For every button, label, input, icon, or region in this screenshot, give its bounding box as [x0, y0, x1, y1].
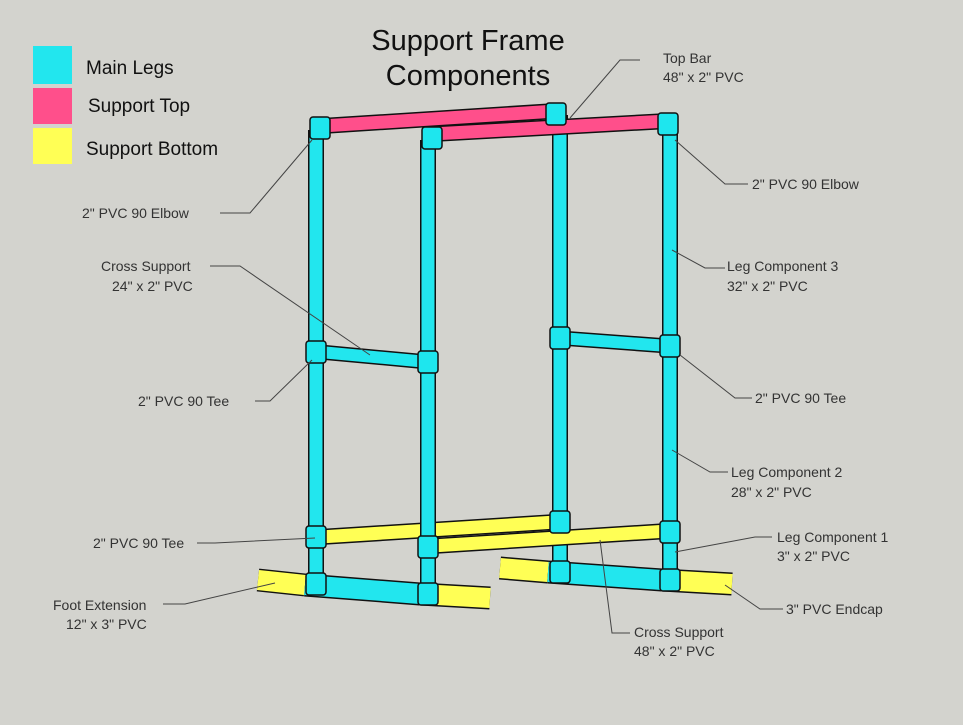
label-cross-support-top-spec: 24" x 2" PVC	[112, 278, 193, 294]
front-cross-support	[319, 344, 429, 370]
label-leg2-spec: 28" x 2" PVC	[731, 484, 812, 500]
component-labels: Top Bar 48" x 2" PVC 2" PVC 90 Elbow 2" …	[53, 50, 889, 659]
label-tee-right: 2" PVC 90 Tee	[755, 390, 846, 406]
legend-label-main-legs: Main Legs	[86, 58, 174, 79]
foot-tee-back-right	[549, 560, 571, 584]
foot-tee-front-left	[417, 582, 439, 606]
tee-bottom-back-left	[305, 525, 327, 549]
label-leg2: Leg Component 2	[731, 464, 843, 480]
label-tee-bottom-left: 2" PVC 90 Tee	[93, 535, 184, 551]
back-cross-support	[559, 330, 669, 354]
label-tee-left: 2" PVC 90 Tee	[138, 393, 229, 409]
elbow-front-left	[421, 126, 443, 150]
label-foot-extension-spec: 12" x 3" PVC	[66, 616, 147, 632]
front-bottom-cross	[431, 523, 669, 554]
tee-back-right	[549, 326, 571, 350]
label-elbow-right: 2" PVC 90 Elbow	[752, 176, 860, 192]
title-line-1: Support Frame	[371, 25, 564, 57]
label-leg1-spec: 3" x 2" PVC	[777, 548, 850, 564]
left-foot-ext-back	[256, 568, 307, 597]
label-foot-extension: Foot Extension	[53, 597, 146, 613]
label-top-bar-spec: 48" x 2" PVC	[663, 69, 744, 85]
tee-bottom-front-left	[417, 535, 439, 559]
label-endcap: 3" PVC Endcap	[786, 601, 883, 617]
right-foot-ext-back	[499, 556, 549, 584]
label-leg1: Leg Component 1	[777, 529, 889, 545]
tee-back-left	[305, 340, 327, 364]
legend: Main Legs Support Top Support Bottom	[33, 46, 218, 164]
foot-tee-back-left	[305, 572, 327, 596]
legend-swatch-main-legs	[33, 46, 72, 84]
leader-lines	[163, 59, 783, 634]
tee-front-left	[417, 350, 439, 374]
elbow-front-right	[657, 112, 679, 136]
legend-label-support-top: Support Top	[88, 96, 190, 117]
label-top-bar: Top Bar	[663, 50, 712, 66]
back-bottom-cross	[319, 514, 557, 545]
elbow-back-left	[309, 116, 331, 140]
tee-front-right	[659, 334, 681, 358]
label-leg3: Leg Component 3	[727, 258, 839, 274]
legend-swatch-support-bottom	[33, 128, 72, 164]
title-line-2: Components	[386, 60, 550, 92]
label-leg3-spec: 32" x 2" PVC	[727, 278, 808, 294]
label-cross-support-bottom-spec: 48" x 2" PVC	[634, 643, 715, 659]
legend-swatch-support-top	[33, 88, 72, 124]
tee-bottom-front-right	[659, 520, 681, 544]
back-top-bar	[321, 103, 557, 134]
frame-pipes	[256, 102, 733, 610]
label-cross-support-bottom: Cross Support	[634, 624, 724, 640]
foot-tee-front-right	[659, 568, 681, 592]
label-elbow-left: 2" PVC 90 Elbow	[82, 205, 190, 221]
label-cross-support-top: Cross Support	[101, 258, 191, 274]
tee-bottom-back-right	[549, 510, 571, 534]
elbow-back-right	[545, 102, 567, 126]
legend-label-support-bottom: Support Bottom	[86, 139, 218, 160]
front-top-bar	[431, 113, 669, 142]
